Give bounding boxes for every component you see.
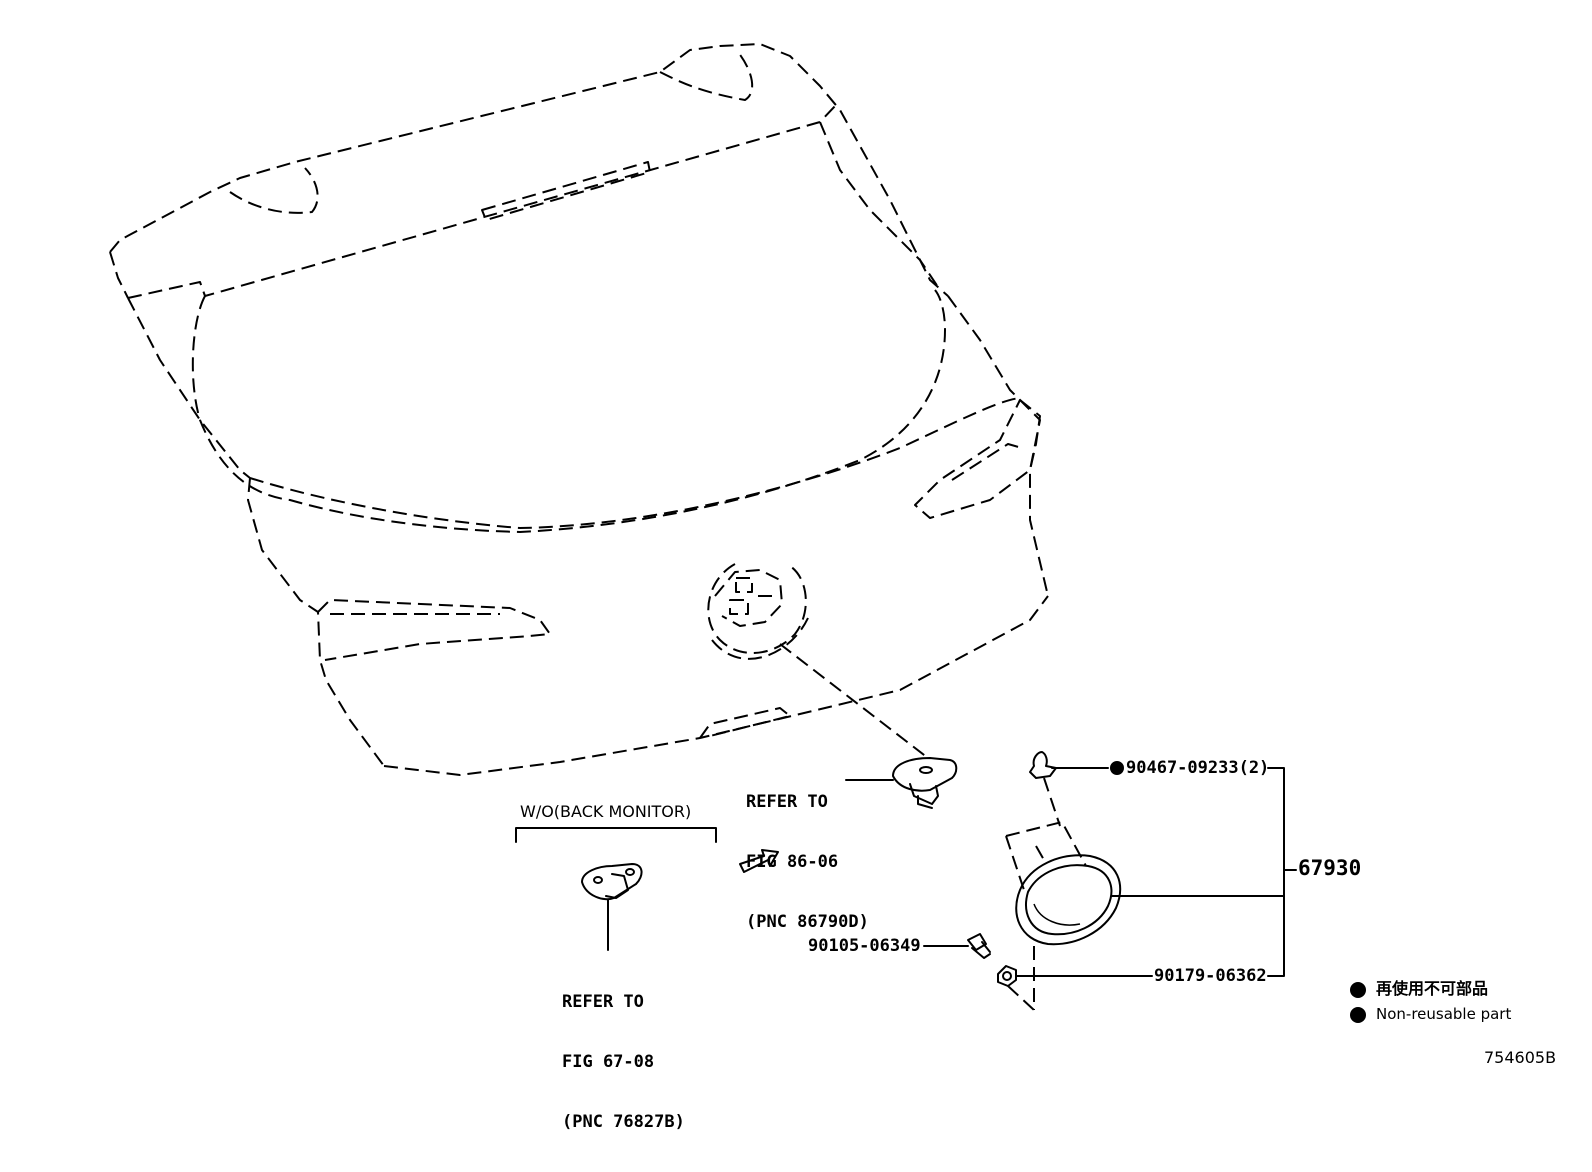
legend-jp: 再使用不可部品 bbox=[1376, 979, 1489, 998]
garnish-assy-drawing bbox=[923, 751, 1297, 1011]
camera-reference: REFER TO FIG 86-06 (PNC 86790D) bbox=[746, 752, 869, 972]
legend-dot-icon bbox=[1350, 982, 1366, 998]
ref-b-line2: FIG 67-08 bbox=[562, 1052, 655, 1072]
figure-code: 754605B bbox=[1484, 1048, 1557, 1067]
ref-b-line1: REFER TO bbox=[562, 992, 644, 1012]
direction-arrow bbox=[739, 849, 779, 873]
non-reusable-icon bbox=[1110, 761, 1124, 775]
part-number-nut: 90179-06362 bbox=[1154, 966, 1267, 986]
part-number-assembly: 67930 bbox=[1298, 856, 1362, 880]
parts-diagram: REFER TO FIG 86-06 (PNC 86790D) W/O(BACK… bbox=[109, 43, 1557, 1132]
variant-bracket bbox=[515, 827, 717, 843]
part-number-screw: 90105-06349 bbox=[808, 936, 921, 956]
hole-plug-drawing bbox=[581, 863, 643, 951]
hole-plug-reference: REFER TO FIG 67-08 (PNC 76827B) bbox=[562, 952, 685, 1172]
diagram-drawing bbox=[109, 43, 1297, 1011]
legend-en: Non-reusable part bbox=[1376, 1005, 1512, 1023]
ref-a-line1: REFER TO bbox=[746, 792, 828, 812]
ref-a-line3: (PNC 86790D) bbox=[746, 912, 869, 932]
ref-b-line3: (PNC 76827B) bbox=[562, 1112, 685, 1132]
legend-dot-icon bbox=[1350, 1007, 1366, 1023]
ref-a-line2: FIG 86-06 bbox=[746, 852, 839, 872]
back-camera-drawing bbox=[845, 757, 958, 809]
variant-label: W/O(BACK MONITOR) bbox=[520, 802, 692, 821]
back-door-outline bbox=[109, 43, 1049, 776]
part-number-clip: 90467-09233(2) bbox=[1126, 758, 1270, 778]
